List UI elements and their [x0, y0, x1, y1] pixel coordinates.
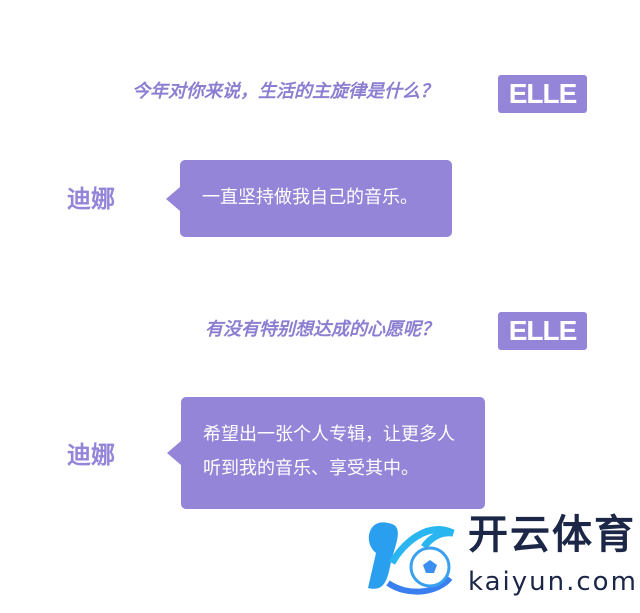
elle-badge-2: ELLE [498, 312, 587, 350]
answer-2-line-1: 希望出一张个人专辑，让更多人 [203, 424, 455, 445]
answer-bubble-1: 一直坚持做我自己的音乐。 [166, 160, 452, 237]
speaker-name-2: 迪娜 [67, 441, 115, 469]
question-1: 今年对你来说，生活的主旋律是什么？ [132, 81, 438, 102]
elle-badge-1: ELLE [498, 75, 587, 113]
watermark-domain: kaiyun.com [468, 567, 638, 597]
answer-bubble-2: 希望出一张个人专辑，让更多人 听到我的音乐、享受其中。 [167, 397, 485, 509]
kaiyun-logo-icon [368, 522, 455, 595]
speaker-name-1: 迪娜 [67, 185, 115, 213]
answer-1: 一直坚持做我自己的音乐。 [202, 187, 418, 208]
watermark-logo: 开云体育 kaiyun.com [358, 513, 640, 603]
answer-2-line-2: 听到我的音乐、享受其中。 [203, 458, 419, 479]
question-2: 有没有特别想达成的心愿呢？ [205, 319, 439, 340]
watermark-name: 开云体育 [468, 512, 636, 558]
